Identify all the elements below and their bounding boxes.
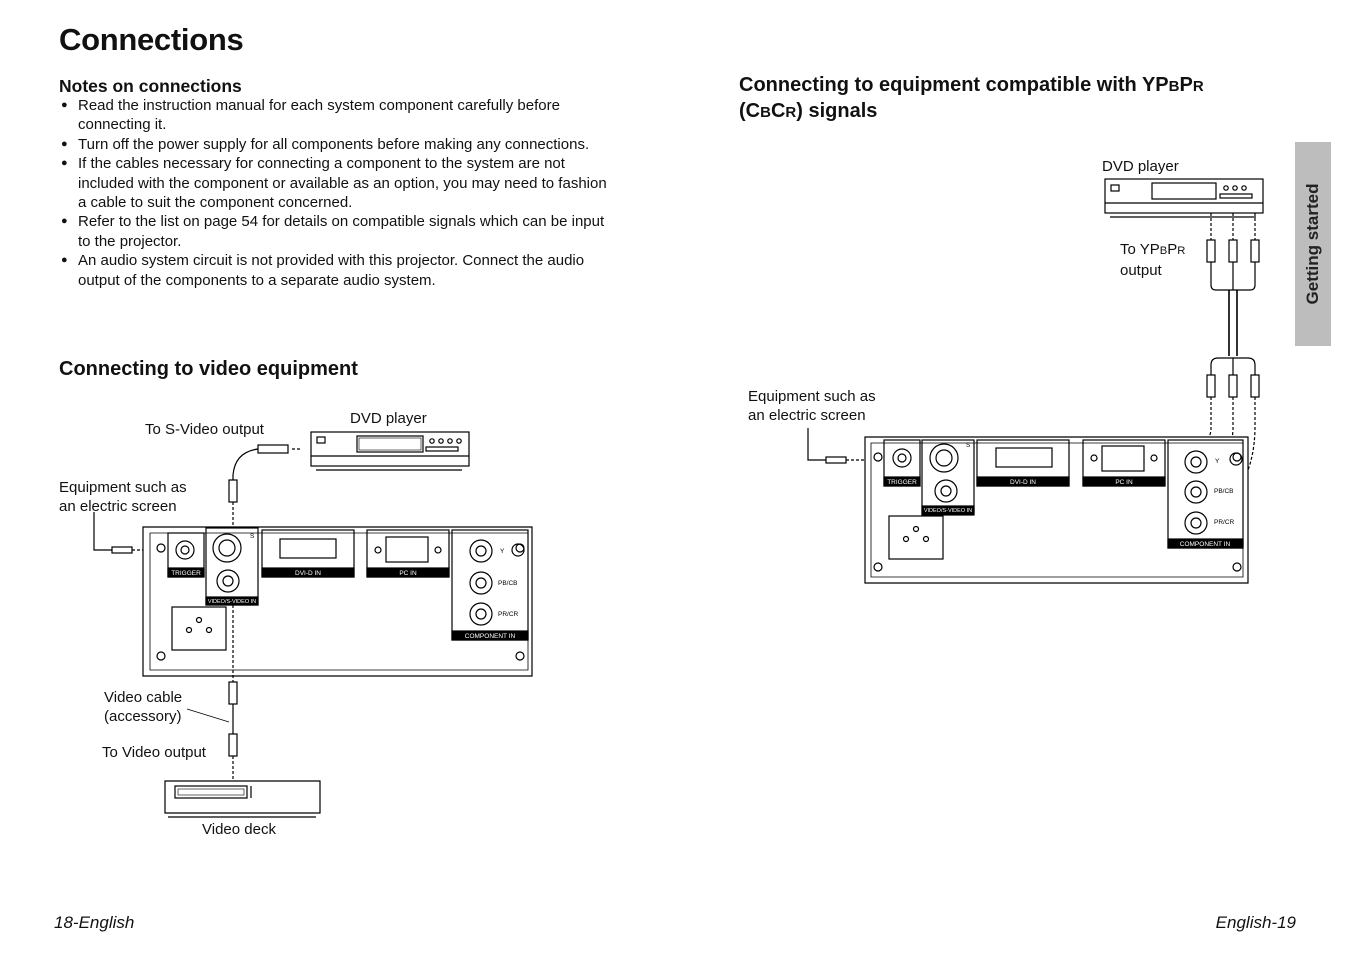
note-item: If the cables necessary for connecting a…	[59, 154, 619, 212]
video-s-video-label: VIDEO/S-VIDEO IN	[208, 599, 256, 605]
ypbpr-output-label: To YPBPR output	[1120, 240, 1185, 281]
heading-part: Connecting to equipment compatible with …	[739, 74, 1169, 96]
component-label-right: COMPONENT IN	[1180, 541, 1231, 548]
dvd-player-label: DVD player	[350, 410, 427, 427]
component-label: COMPONENT IN	[465, 633, 516, 640]
notes-heading: Notes on connections	[59, 76, 242, 96]
label-part: R	[1177, 245, 1186, 257]
label-part: B	[1159, 245, 1168, 257]
dvd-player-illustration-right	[1104, 178, 1264, 218]
note-item: Read the instruction manual for each sys…	[59, 96, 619, 135]
pb-label: PB/CB	[498, 580, 518, 587]
dvd-player-illustration	[310, 431, 470, 471]
s-label-right: S	[966, 442, 971, 449]
cable-label-line: Video cable	[104, 689, 183, 706]
video-section-heading: Connecting to video equipment	[59, 358, 358, 380]
footer-page-right: English-19	[1215, 913, 1296, 932]
pc-label: PC IN	[399, 570, 417, 577]
heading-part: B	[760, 104, 771, 121]
ypbpr-section-heading: Connecting to equipment compatible with …	[739, 73, 1204, 125]
note-item: An audio system circuit is not provided …	[59, 251, 619, 290]
s-label: S	[250, 533, 255, 540]
notes-list: Read the instruction manual for each sys…	[59, 96, 619, 290]
page-title: Connections	[59, 22, 244, 57]
dvd-player-label-right: DVD player	[1102, 158, 1179, 175]
trigger-label-right: TRIGGER	[887, 479, 917, 486]
screen-label: Equipment such as an electric screen	[59, 478, 187, 517]
screen-label-line: Equipment such as	[748, 388, 876, 405]
video-deck-illustration	[164, 780, 321, 818]
heading-part: B	[1168, 78, 1180, 95]
pb-label-right: PB/CB	[1214, 488, 1234, 495]
footer-page-left: 18-English	[54, 913, 135, 932]
label-part: P	[1167, 241, 1178, 258]
heading-part: R	[1192, 78, 1204, 95]
s-video-output-label: To S-Video output	[145, 421, 264, 438]
screen-label-line: Equipment such as	[59, 479, 187, 496]
pr-label: PR/CR	[498, 611, 519, 618]
projector-panel-right	[864, 436, 1249, 584]
note-item: Turn off the power supply for all compon…	[59, 135, 619, 155]
heading-part: C	[770, 100, 786, 122]
y-label: Y	[500, 548, 505, 555]
cable-label-line: (accessory)	[104, 708, 182, 726]
pr-label-right: PR/CR	[1214, 519, 1235, 526]
screen-label-line: an electric screen	[59, 498, 177, 516]
dvi-label: DVI-D IN	[295, 570, 321, 577]
video-deck-label: Video deck	[202, 821, 276, 838]
projector-panel-left	[142, 526, 533, 677]
heading-part: R	[785, 104, 797, 121]
screen-label-right: Equipment such as an electric screen	[748, 387, 876, 426]
heading-part: (C	[739, 100, 761, 122]
screen-label-line: an electric screen	[748, 407, 866, 425]
video-output-label: To Video output	[102, 744, 206, 761]
pc-label-right: PC IN	[1115, 479, 1133, 486]
trigger-label: TRIGGER	[171, 570, 201, 577]
dvi-label-right: DVI-D IN	[1010, 479, 1036, 486]
side-tab: Getting started	[1295, 142, 1331, 346]
heading-part: P	[1179, 74, 1193, 96]
video-cable-label: Video cable (accessory)	[104, 688, 182, 727]
label-part: To YP	[1120, 241, 1160, 258]
y-label-right: Y	[1215, 458, 1220, 465]
video-s-video-label-right: VIDEO/S-VIDEO IN	[924, 508, 972, 514]
heading-part: ) signals	[796, 100, 878, 122]
note-item: Refer to the list on page 54 for details…	[59, 212, 619, 251]
label-part: output	[1120, 262, 1162, 280]
